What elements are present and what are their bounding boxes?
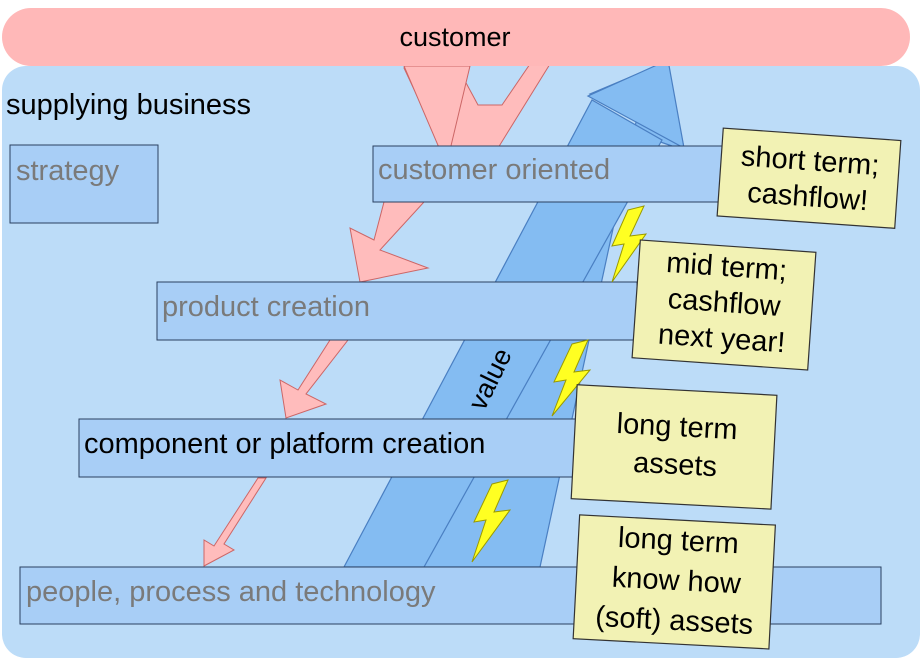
component-platform-box [78,418,584,478]
strategy-label: strategy [16,155,120,187]
note-mid-term: mid term; cashflow next year! [631,239,817,371]
pink-arrow-mid [349,201,430,283]
note-long-term-knowhow: long term know how (soft) assets [572,514,777,650]
note-long-term-assets: long term assets [570,384,778,510]
note-long-term-assets-line1: long term [616,408,738,446]
note-mid-term-line2: cashflow [667,283,783,323]
note-short-term: short term; cashflow! [716,127,902,229]
product-creation-box [156,281,638,341]
strategy-box [9,144,159,224]
component-platform-label: component or platform creation [84,428,485,460]
note-long-term-knowhow-line2: know how [611,562,743,601]
lightning-icon [611,205,648,283]
note-long-term-knowhow-line1: long term [617,522,739,560]
lightning-icon [551,339,592,417]
customer-oriented-label: customer oriented [378,154,610,186]
customer-oriented-box [372,145,730,203]
lightning-icon [471,479,512,563]
value-arrow-head [586,59,685,150]
customer-label: customer [399,22,510,52]
pink-arrow-low [279,339,350,419]
people-process-label: people, process and technology [26,576,436,608]
note-long-term-assets-line2: assets [632,447,717,483]
customer-bar [2,8,910,66]
supplying-business-label: supplying business [6,89,251,121]
pink-arrow-bottom [203,477,267,567]
product-creation-label: product creation [162,291,370,323]
